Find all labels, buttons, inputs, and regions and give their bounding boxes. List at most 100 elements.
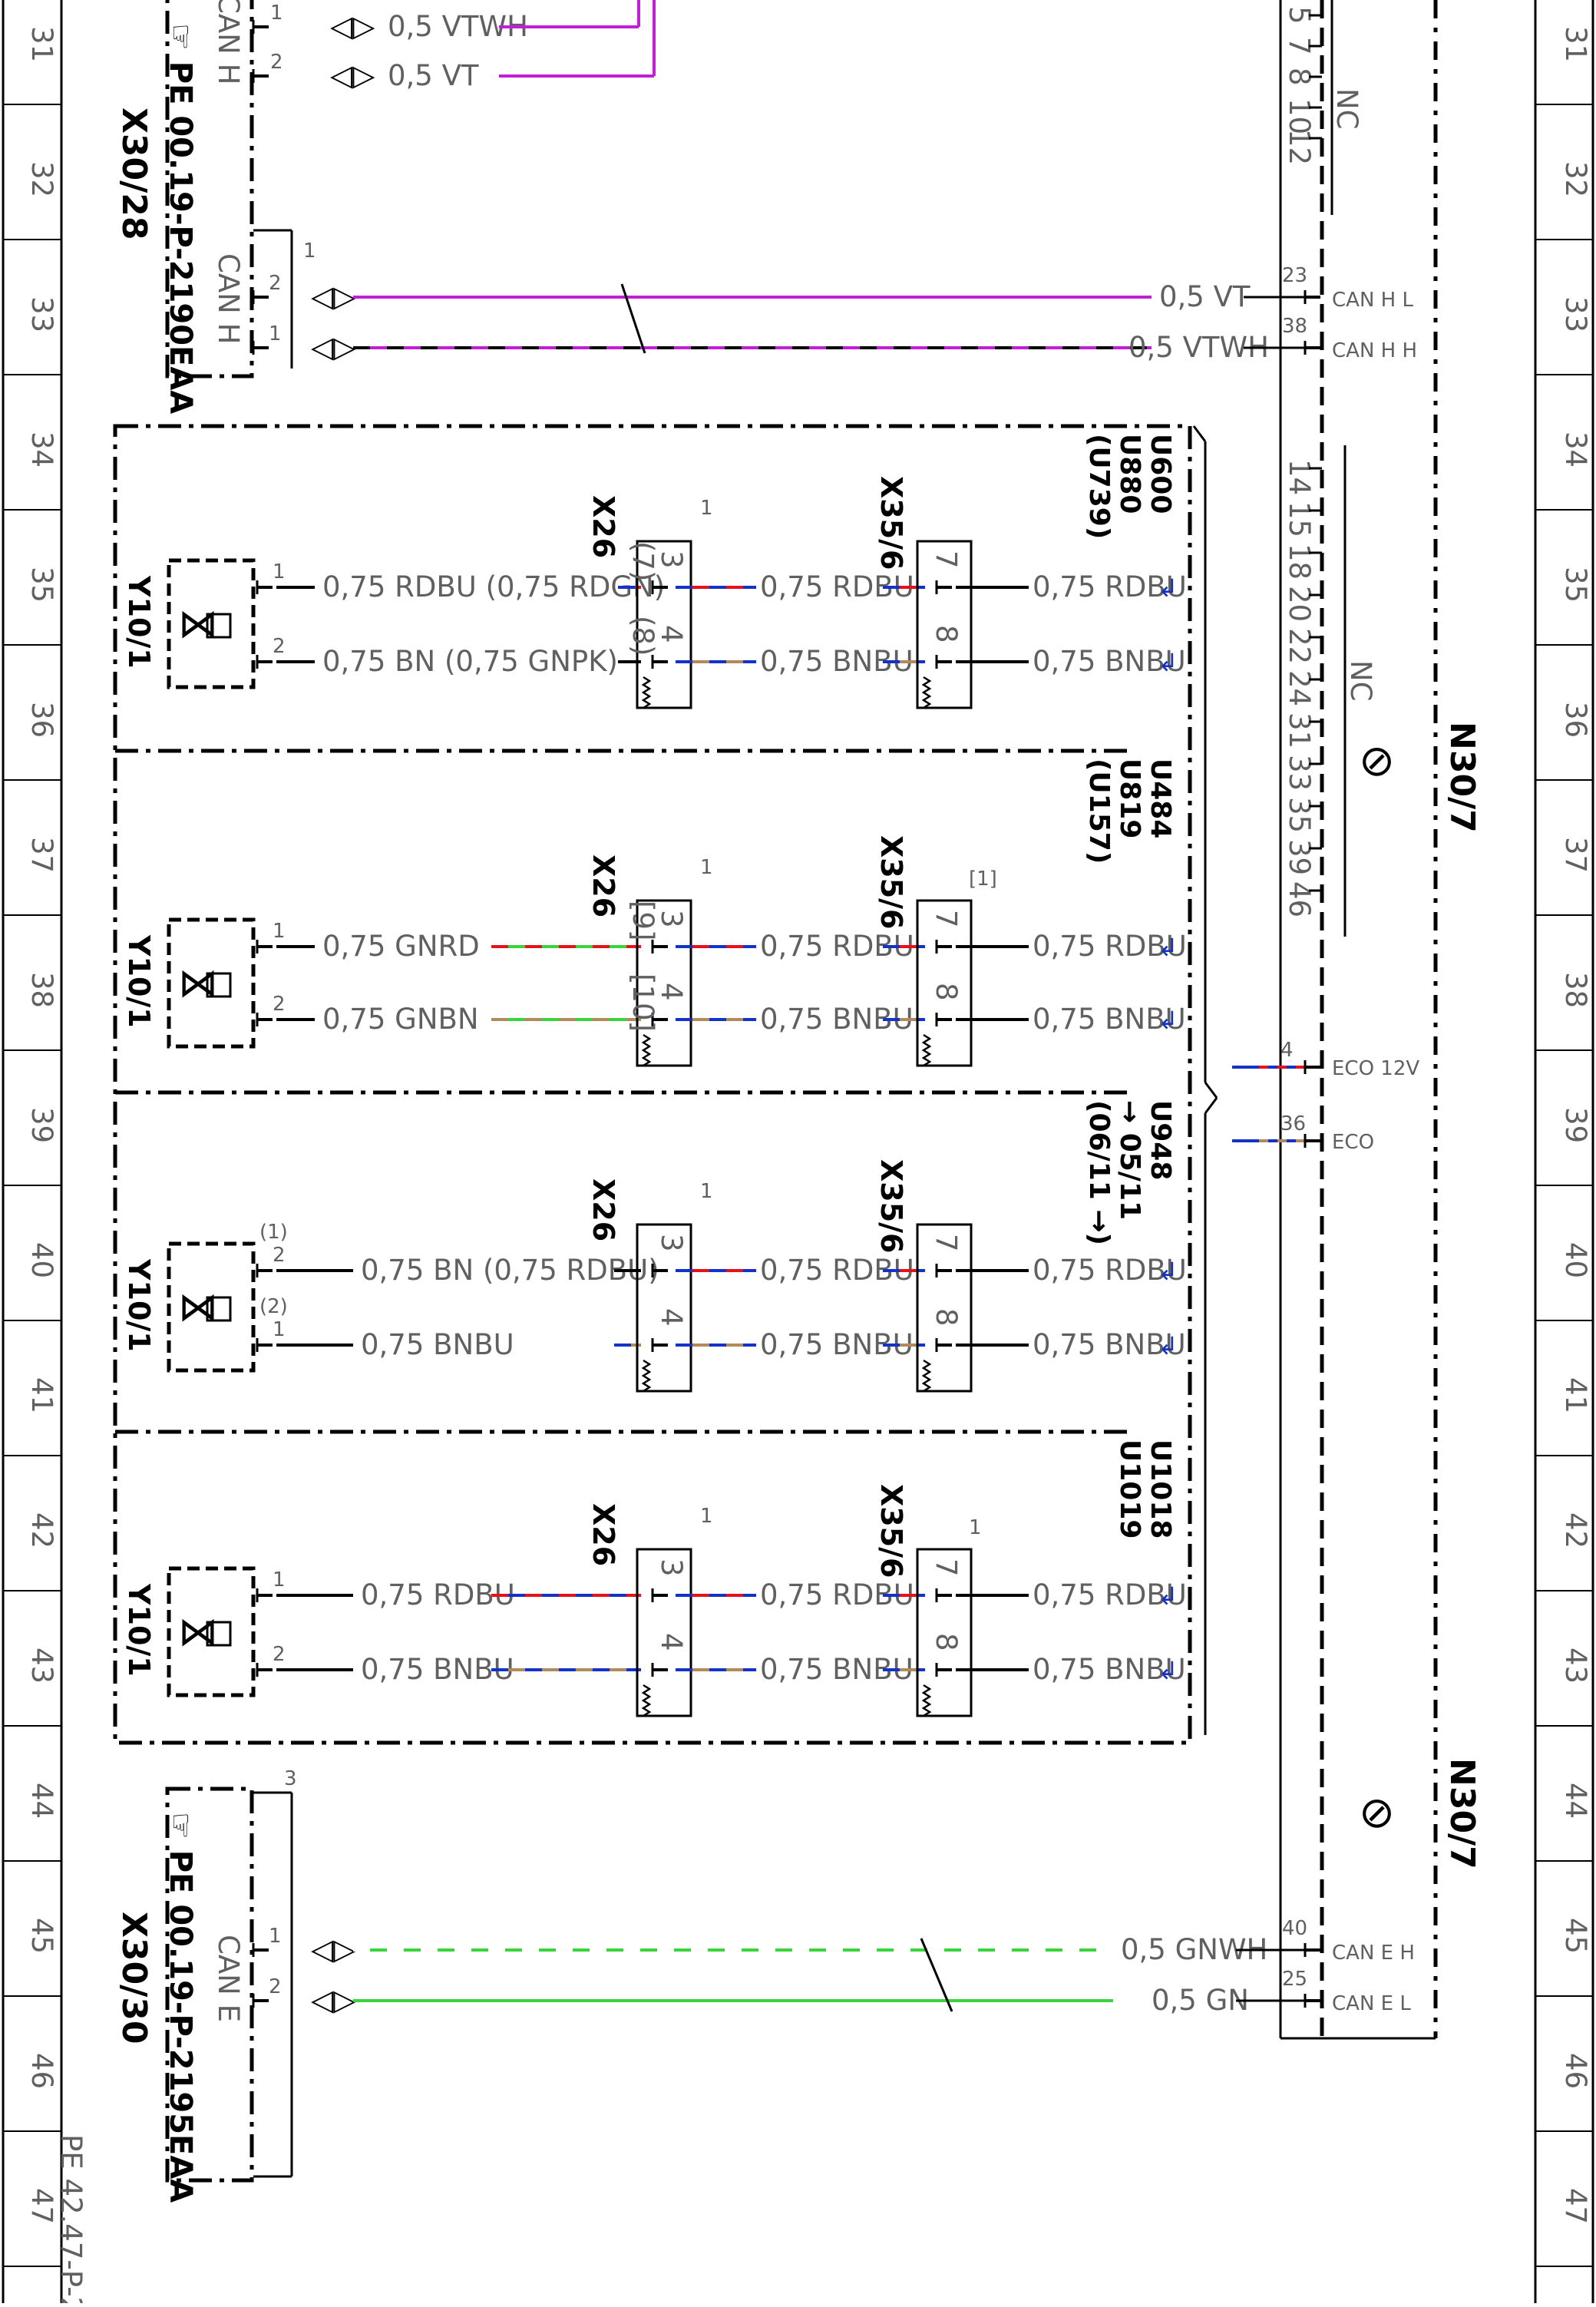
ruler-number-left-text: 46 [25, 2053, 58, 2089]
top-wire-label: 0,5 VT [388, 59, 479, 92]
ruler-number-right-text: 45 [1559, 1918, 1592, 1954]
can-e-arrow-icon: ◁▷ [311, 1932, 356, 1966]
ruler-number-right: 37 [1559, 837, 1592, 873]
ruler-number-left: 34 [25, 431, 58, 468]
ruler-number-left: 40 [25, 1242, 58, 1278]
x26-alt-pin-text: [10] [626, 973, 659, 1032]
valve-id-text: Y10/1 [122, 575, 156, 669]
connector-x30-28-bus-label-top-text: CAN H [212, 0, 245, 84]
x35-pin [935, 1264, 952, 1277]
x26-id-text: X26 [587, 854, 620, 917]
valve-wire-label: 0,75 BNBU [361, 1328, 514, 1361]
ruler-number-left: 45 [25, 1918, 58, 1954]
variant-code-text: U600 [1145, 434, 1176, 514]
ruler-number-left: 39 [25, 1107, 58, 1143]
x26-pin-number: 3 [655, 910, 688, 928]
ruler-number-left-text: 37 [25, 837, 58, 873]
nc-pin-number-text: 46 [1283, 881, 1316, 917]
nc-pin-number-text: 8 [1283, 68, 1316, 86]
can-h-module-pin [1304, 341, 1320, 355]
x26-pin-number-text: 4 [655, 983, 688, 1001]
x26-id-text: X26 [587, 1503, 620, 1566]
variants-brace [1192, 425, 1207, 442]
x26-outline [636, 1223, 692, 1393]
valve-wire-label: 0,75 BNBU [361, 1653, 514, 1686]
variant-code: U1019 [1114, 1439, 1145, 1539]
valve-id: Y10/1 [122, 1258, 156, 1352]
x35-pin-number-text: 7 [930, 1234, 963, 1252]
valve-pin [256, 1013, 273, 1026]
valve-pin [256, 940, 273, 954]
ruler-number-right-text: 33 [1559, 296, 1592, 332]
right-wire-label: 0,75 BNBU [1033, 645, 1186, 678]
x26-pin-number-text: 3 [655, 1234, 688, 1252]
can-e-module-pin [1304, 1943, 1320, 1957]
x26-pin-number: 4 [655, 625, 688, 643]
x35-pin-number: 8 [930, 983, 963, 1001]
valve-wire-label: 0,75 GNRD [322, 930, 480, 963]
solenoid-coil-icon [206, 613, 232, 639]
connector-x30-30-id: X30/30 [114, 1912, 154, 2044]
valve-pin-number: 2 [273, 1643, 286, 1666]
can-e-left-pin: 2 [269, 1975, 282, 1998]
nc-pin-number: 8 [1283, 68, 1316, 86]
nc-pin-number: 12 [1283, 129, 1316, 165]
ruler-number-right: 33 [1559, 296, 1592, 332]
variant-code: U819 [1114, 759, 1145, 838]
connector-x30-28-ref: ☞ PE 00.19-P-2190EAA [163, 23, 198, 414]
x26-top-number: 1 [700, 497, 713, 520]
twisted-pair-marker [620, 283, 646, 354]
right-wire-label: 0,75 BNBU [1033, 1328, 1186, 1361]
can-h-signal: CAN H L [1332, 289, 1413, 312]
ruler-number-left-text: 31 [25, 26, 58, 62]
nc-pin-number: 33 [1283, 755, 1316, 791]
ground-arrow-icon: ↲ [1158, 648, 1178, 677]
solenoid-valve-icon: ⋈ [178, 960, 218, 1006]
ground-arrow-icon: ↲ [1158, 1257, 1178, 1286]
x35-pin-number: 7 [930, 550, 963, 569]
ruler-number-right-text: 46 [1559, 2053, 1592, 2089]
variant-code: → 05/11 [1114, 1100, 1145, 1220]
nc-pin-number: 31 [1283, 712, 1316, 749]
can-e-wire-label: 0,5 GN [1152, 1984, 1249, 2017]
nc-pin-number: 15 [1283, 501, 1316, 537]
ground-arrow-icon: ↲ [1158, 1006, 1178, 1035]
x26-id: X26 [587, 1178, 620, 1241]
connector-x30-30-ref-text: ☞ PE 00.19-P-2195EAA [163, 1812, 198, 2203]
ruler-number-left: 33 [25, 296, 58, 332]
ground-arrow-icon: ↲ [1158, 1582, 1178, 1611]
ruler-number-left-text: 36 [25, 702, 58, 738]
nc-label-mid-text: NC [1344, 660, 1377, 702]
valve-pin-alt: (1) [259, 1221, 288, 1244]
eco-pin [1304, 1134, 1320, 1148]
ruler-number-right: 43 [1559, 1648, 1592, 1684]
variant-code: (06/11 →) [1083, 1100, 1115, 1245]
solenoid-coil-icon [206, 1296, 232, 1322]
x26-outline [636, 899, 692, 1067]
valve-id: Y10/1 [122, 1583, 156, 1677]
ruler-number-left-text: 39 [25, 1107, 58, 1143]
x35-pin-number: 7 [930, 1558, 963, 1577]
valve-pin-number: 2 [273, 993, 286, 1016]
x35-outline [916, 1548, 973, 1717]
x35-pin [935, 580, 952, 594]
ruler-number-left: 42 [25, 1512, 58, 1548]
x35-id-text: X35/6 [874, 835, 908, 930]
top-wire-pin [252, 69, 269, 83]
ruler-number-left: 37 [25, 837, 58, 873]
eco-pin-number: 4 [1280, 1039, 1294, 1062]
x26-break [641, 1033, 652, 1067]
x26-pin [651, 655, 668, 669]
variant-code-text: (U739) [1083, 434, 1115, 539]
ruler-number-right-text: 43 [1559, 1648, 1592, 1684]
variant-3: U948→ 05/11(06/11 →)Y10/1⋈2(1)0,75 BN (0… [115, 1090, 1187, 1393]
x26-alt-pin: [10] [626, 973, 659, 1032]
can-e-left-pin: 1 [269, 1925, 282, 1948]
valve-pin-alt: (2) [259, 1295, 288, 1318]
x26-pin [651, 1588, 668, 1602]
x35-outline [916, 540, 973, 709]
nc-pin-number: 46 [1283, 881, 1316, 917]
solenoid-valve-icon: ⋈ [178, 1284, 218, 1330]
ruler-number-right: 46 [1559, 2053, 1592, 2089]
